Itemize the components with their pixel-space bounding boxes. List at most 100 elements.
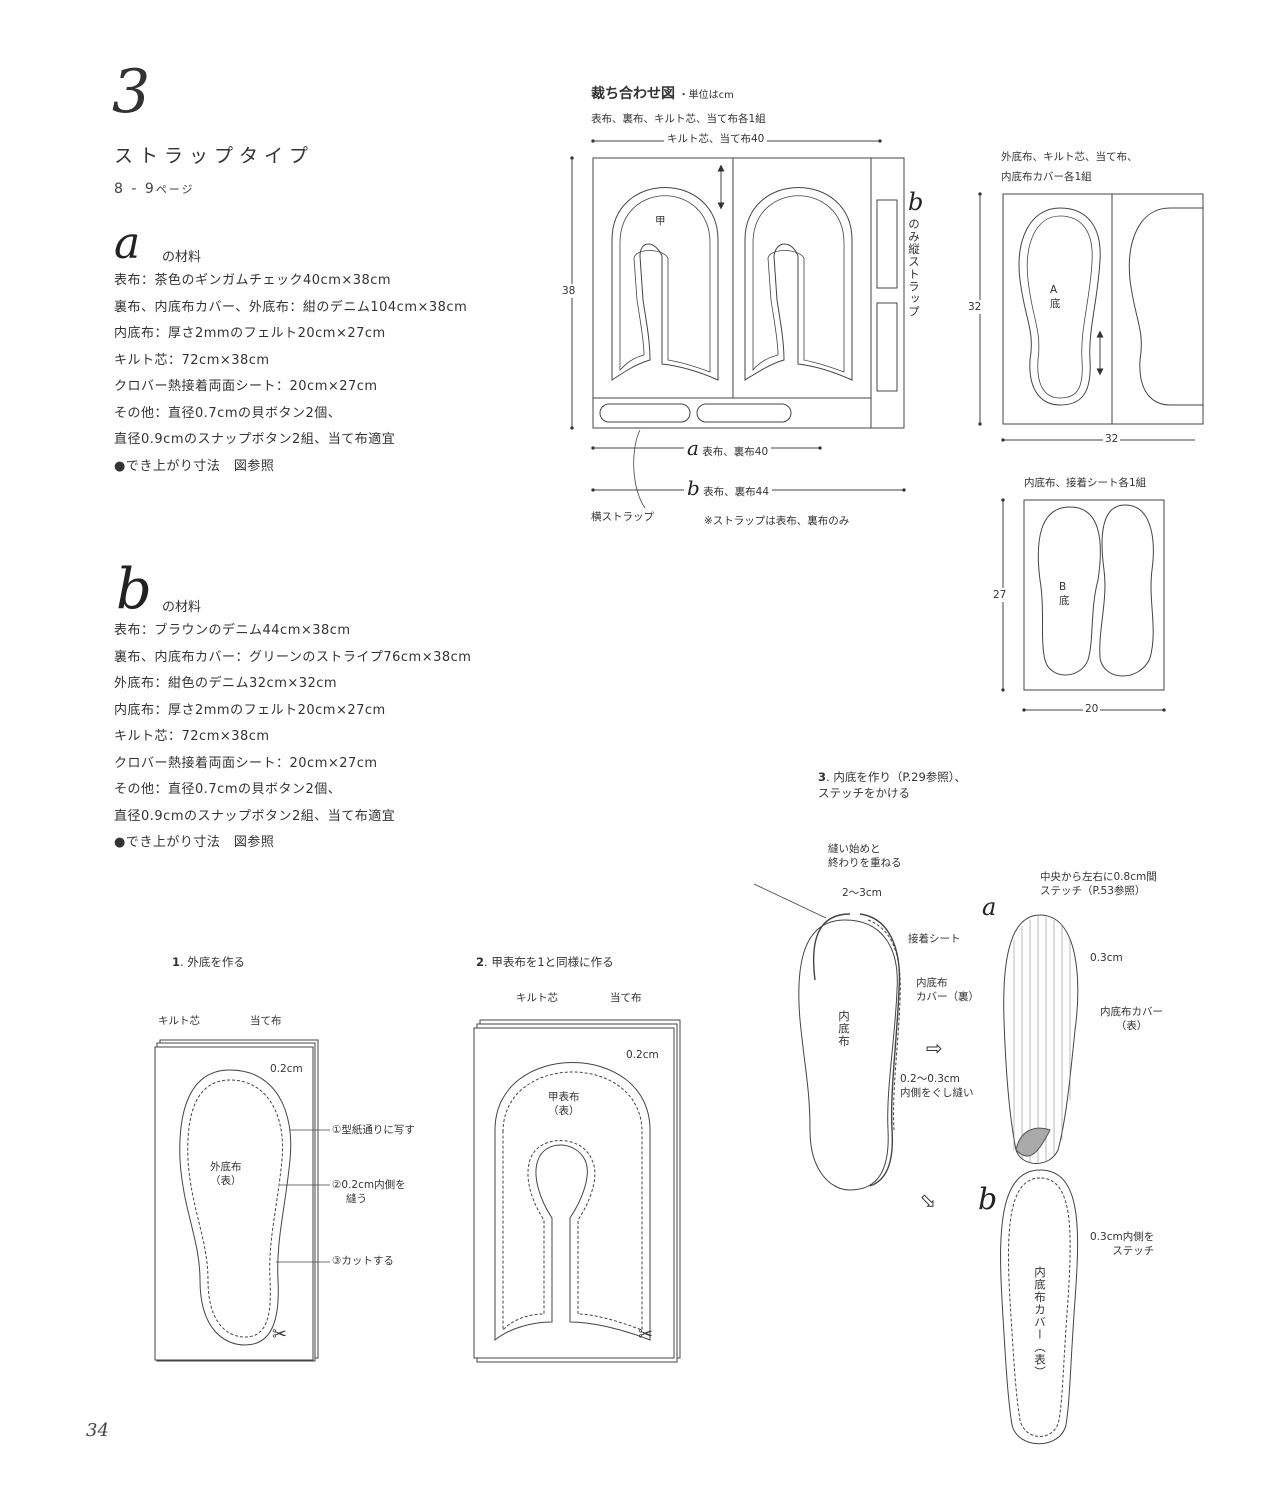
note-line: ②0.2cm内側を — [332, 1179, 406, 1191]
note-line: 中央から左右に0.8cm間 — [1040, 871, 1157, 883]
materials-b-heading: の材料 — [162, 600, 202, 615]
step1-center-label: 外底布 （表） — [210, 1160, 242, 1188]
side-strap-label: 横ストラップ — [591, 511, 654, 523]
page-reference: 8 - 9ページ — [114, 181, 195, 197]
needle-icon — [753, 883, 827, 919]
step2-margin: 0.2cm — [626, 1049, 659, 1061]
variant-b-letter: b — [116, 557, 152, 622]
sole-b-pattern-right — [1099, 504, 1154, 677]
sole-a-height: 32 — [968, 300, 982, 315]
note-line: 内側をぐし縫い — [900, 1087, 974, 1100]
cutting-top-width: キルト芯、当て布40 — [664, 132, 768, 147]
stitch-a-note: 中央から左右に0.8cm間 ステッチ（P.53参照） — [1040, 870, 1157, 898]
sole-b-width: 20 — [1083, 702, 1101, 717]
sole-a-note2: 内底布カバー各1組 — [1001, 171, 1092, 183]
fabric-stack — [473, 1027, 675, 1359]
material-item: キルト芯：72cm×38cm — [114, 352, 270, 368]
note-line: 内底布カバー — [1100, 1006, 1163, 1018]
stitch-line — [187, 1079, 284, 1338]
stitch-line — [502, 1071, 643, 1332]
sole-a-pattern — [1018, 207, 1101, 406]
width-a-label: a 表布、裏布40 — [684, 438, 772, 460]
material-item: 表布：茶色のギンガムチェック40cm×38cm — [114, 273, 392, 288]
note-line: カバー（裏） — [916, 991, 979, 1004]
material-item: 直径0.9cmのスナップボタン2組、当て布適宜 — [114, 808, 396, 824]
width-b-text: 表布、裏布44 — [703, 486, 770, 498]
step-text: 外底を作る — [187, 955, 245, 969]
step-number: 2 — [476, 955, 485, 969]
step1-patch-label: 当て布 — [250, 1015, 282, 1027]
sole-b-rect — [1023, 499, 1165, 691]
note-line: 0.3cm内側を — [1090, 1231, 1155, 1243]
note-line: ステッチ（P.53参照） — [1040, 885, 1146, 898]
vertical-strap-piece — [876, 199, 898, 289]
b-letter: b — [908, 188, 924, 216]
finished-size-note: ●でき上がり寸法 図参照 — [114, 458, 275, 474]
adhesive-label: 接着シート — [908, 933, 961, 945]
fabric-rect — [592, 157, 872, 429]
material-item: その他：直径0.7cmの貝ボタン2個、 — [114, 405, 342, 421]
cutting-layout-sole-a — [978, 192, 1204, 442]
note-line: 縫う — [346, 1193, 367, 1206]
strap-note: ※ストラップは表布、裏布のみ — [704, 515, 850, 527]
cutting-title-row: 裁ち合わせ図 ・単位はcm — [591, 85, 734, 104]
material-item: 裏布、内底布カバー、外底布：紺のデニム104cm×38cm — [114, 299, 468, 315]
step-text: 内底を作り（P.29参照）、 — [833, 770, 967, 784]
materials-a-list: 表布：茶色のギンガムチェック40cm×38cm 裏布、内底布カバー、外底布：紺の… — [114, 268, 467, 480]
upper-pattern-left — [611, 187, 719, 381]
step-number: 3 — [818, 770, 827, 784]
material-item: クロバー熱接着両面シート：20cm×27cm — [114, 379, 378, 394]
page-range: 8 - 9 — [114, 181, 156, 197]
scissors-icon: ✂ — [272, 1324, 287, 1345]
b-strap-label: のみ縦ストラップ — [907, 218, 921, 318]
section-title: ストラップタイプ — [114, 145, 315, 167]
note-line: 0.2〜0.3cm — [900, 1073, 960, 1085]
b-extra-strip — [870, 157, 905, 429]
step1-note1: ①型紙通りに写す — [332, 1124, 415, 1136]
material-item: 裏布、内底布カバー：グリーンのストライプ76cm×38cm — [114, 649, 472, 665]
overlap-note: 縫い始めと 終わりを重ねる — [828, 842, 902, 870]
materials-a-heading: の材料 — [162, 250, 202, 265]
center-line: 外底布 — [210, 1161, 242, 1173]
material-item: 直径0.9cmのスナップボタン2組、当て布適宜 — [114, 432, 396, 447]
sole-b-label: B底 — [1059, 581, 1070, 608]
sole-b-height: 27 — [993, 588, 1007, 603]
center-line: 甲表布 — [548, 1091, 580, 1103]
unit-note: ・単位はcm — [678, 90, 734, 101]
variant-a-letter: a — [114, 218, 141, 269]
note-line: （表） — [1115, 1020, 1148, 1033]
step2-center-label: 甲表布 （表） — [548, 1090, 580, 1118]
inner-sole-label: 内底布 — [837, 1010, 851, 1048]
step1-quilt-label: キルト芯 — [158, 1015, 200, 1027]
material-item: キルト芯：72cm×38cm — [114, 729, 270, 744]
upper-outline — [494, 1062, 651, 1342]
upper-pattern-right — [744, 187, 853, 381]
page-number: 34 — [86, 1420, 109, 1441]
side-strap-piece — [696, 403, 792, 423]
sole-a-label: A底 — [1050, 284, 1061, 311]
step1-figure: ✂ — [154, 1039, 330, 1362]
arrow-down-right-icon: ⇨ — [914, 1187, 943, 1216]
sole-b-note: 内底布、接着シート各1組 — [1024, 477, 1147, 489]
material-item: 内底布：厚さ2mmのフェルト20cm×27cm — [114, 702, 386, 718]
upper-label: 甲 — [655, 215, 666, 227]
step1-note2: ②0.2cm内側を 縫う — [332, 1178, 406, 1206]
section-number: 3 — [112, 57, 151, 127]
finished-size-note: ●でき上がり寸法 図参照 — [114, 835, 275, 850]
material-item: 外底布：紺色のデニム32cm×32cm — [114, 676, 338, 691]
step2-figure: ✂ — [473, 1019, 681, 1363]
a-margin: 0.3cm — [1090, 952, 1123, 964]
b-cover-label: 内底布カバー（表） — [1033, 1266, 1047, 1379]
scissors-icon: ✂ — [638, 1324, 653, 1345]
side-strap-piece — [599, 403, 691, 423]
note-line: 縫い始めと — [828, 843, 881, 855]
step3-figure: ⇨ ⇨ — [753, 883, 1079, 1445]
note-line: 内底布 — [916, 977, 948, 989]
arrow-right-icon: ⇨ — [926, 1036, 943, 1060]
b-stitch-note: 0.3cm内側を ステッチ — [1090, 1230, 1154, 1258]
step-number: 1 — [172, 955, 181, 969]
vertical-strap-piece — [876, 302, 898, 392]
stitched-cover-a — [1003, 914, 1079, 1164]
material-item: クロバー熱接着両面シート：20cm×27cm — [114, 755, 378, 771]
step2-quilt-label: キルト芯 — [516, 992, 558, 1004]
